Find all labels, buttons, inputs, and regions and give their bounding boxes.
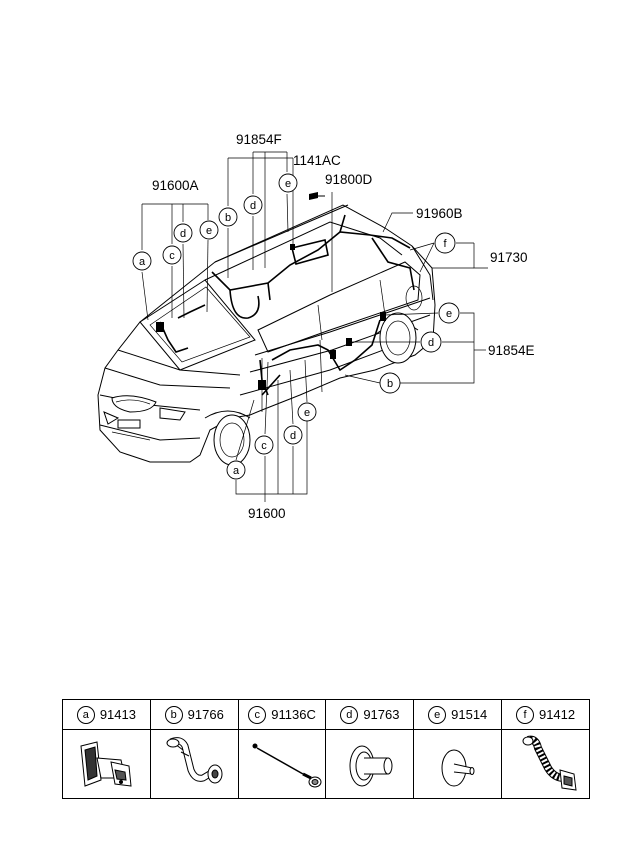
label-91854F: 91854F <box>236 132 282 147</box>
svg-text:d: d <box>180 228 186 240</box>
svg-text:d: d <box>290 430 296 442</box>
parts-cell-header: e 91514 <box>414 700 502 730</box>
parts-cell-e: e 91514 <box>414 700 503 798</box>
part-number: 91413 <box>99 707 136 722</box>
callout-c: c <box>254 435 274 455</box>
letter-badge: b <box>164 705 183 724</box>
parts-cell-b: b 91766 <box>150 700 239 798</box>
svg-text:b: b <box>387 378 393 390</box>
vehicle-outline <box>97 204 436 466</box>
callout-e: e <box>438 302 460 324</box>
callout-e: e <box>278 173 298 193</box>
svg-text:b: b <box>225 212 231 224</box>
callout-b: b <box>218 207 238 227</box>
svg-text:d: d <box>428 337 434 349</box>
svg-text:d: d <box>250 200 256 212</box>
part-illustration <box>414 730 501 798</box>
svg-text:c: c <box>261 440 267 452</box>
callout-e: e <box>199 220 219 240</box>
svg-text:e: e <box>285 178 291 190</box>
part-number: 91412 <box>538 707 576 722</box>
parts-cell-header: c 91136C <box>238 700 326 730</box>
parts-cell-d: d 91763 <box>326 700 415 798</box>
parts-cell-f: f 91412 <box>502 700 589 798</box>
grommet-rectangular-icon <box>80 741 132 787</box>
part-illustration <box>326 730 413 798</box>
wiring-harness <box>156 192 415 396</box>
callout-b: b <box>379 372 401 394</box>
svg-text:e: e <box>304 407 310 419</box>
letter-badge: e <box>428 705 447 724</box>
label-91854E: 91854E <box>488 343 535 358</box>
parts-table: a 91413 b 91766 <box>62 699 590 799</box>
label-1141AC: 1141AC <box>293 153 341 168</box>
svg-text:c: c <box>169 250 175 262</box>
grommet-tube-icon <box>166 737 223 784</box>
part-illustration <box>63 730 150 798</box>
callout-d: d <box>173 223 193 243</box>
label-91600: 91600 <box>248 506 286 521</box>
wiring-diagram: 91854F 1141AC 91800D 91600A 91960B 91730… <box>97 132 535 521</box>
callout-e: e <box>297 402 317 422</box>
parts-cell-header: a 91413 <box>63 700 150 730</box>
svg-text:e: e <box>446 308 452 320</box>
parts-cell-header: f 91412 <box>502 700 589 730</box>
callout-c: c <box>162 245 182 265</box>
parts-cell-header: b 91766 <box>150 700 238 730</box>
parts-cell-a: a 91413 <box>63 700 151 798</box>
part-number: 91514 <box>451 707 488 722</box>
parts-cell-header: d 91763 <box>326 700 414 730</box>
svg-text:f: f <box>443 238 447 250</box>
part-number-labels: 91854F 1141AC 91800D 91600A 91960B 91730… <box>152 132 535 521</box>
round-grommet-icon <box>349 745 393 787</box>
part-number: 91766 <box>187 707 224 722</box>
wire-lead-icon <box>252 743 322 788</box>
letter-badge: d <box>340 705 359 724</box>
callout-a: a <box>226 460 246 480</box>
callout-d: d <box>283 425 303 445</box>
label-91730: 91730 <box>490 250 528 265</box>
part-illustration <box>239 730 326 798</box>
letter-badge: a <box>76 705 95 724</box>
letter-badge: f <box>515 705 534 724</box>
callout-circles: a c d e b d e f e d b e d c a <box>132 173 460 480</box>
part-number: 91763 <box>363 707 400 722</box>
label-91600A: 91600A <box>152 178 199 193</box>
callout-f: f <box>434 232 456 254</box>
corrugated-tube-icon <box>522 735 577 791</box>
svg-text:a: a <box>233 465 240 477</box>
part-illustration <box>151 730 238 798</box>
svg-text:e: e <box>206 225 212 237</box>
label-91800D: 91800D <box>325 172 373 187</box>
letter-badge: c <box>248 705 267 724</box>
grommet-cap-icon <box>441 749 475 787</box>
leader-lines <box>141 151 488 502</box>
parts-cell-c: c 91136C <box>238 700 327 798</box>
part-illustration <box>502 730 589 798</box>
callout-d: d <box>420 331 442 353</box>
part-number: 91136C <box>271 707 316 722</box>
svg-text:a: a <box>139 256 146 268</box>
callout-a: a <box>132 251 152 271</box>
label-91960B: 91960B <box>416 206 463 221</box>
callout-d: d <box>243 195 263 215</box>
